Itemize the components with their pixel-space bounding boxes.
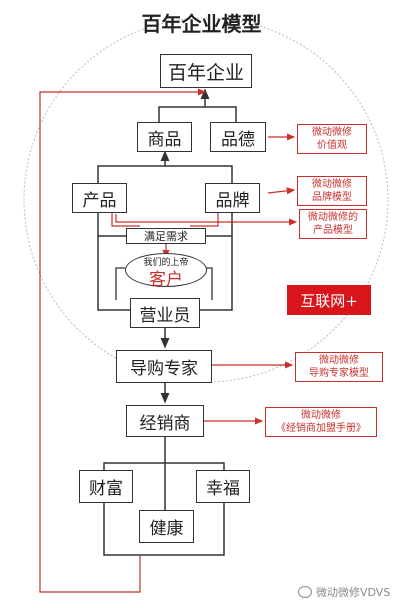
- node-virtue: 品德: [210, 122, 266, 152]
- note-guide-line1: 微动微修: [319, 355, 359, 366]
- node-top: 百年企业: [160, 54, 252, 88]
- god-label: 我们的上帝: [143, 258, 189, 268]
- link-goods-virtue: [158, 106, 237, 122]
- node-salesman: 营业员: [130, 298, 200, 328]
- watermark: 微动微修VDVS: [298, 584, 390, 600]
- arrow-brand-model: [267, 187, 296, 195]
- feedback-loop: [39, 88, 207, 593]
- note-product-model: 微动微修的 产品模型: [299, 209, 367, 239]
- note-values-line2: 价值观: [317, 140, 347, 151]
- node-happiness: 幸福: [196, 470, 250, 503]
- note-values-line1: 微动微修: [312, 127, 352, 138]
- link-product-brand: [97, 165, 233, 183]
- node-guide: 导购专家: [116, 350, 212, 383]
- node-customer: 我们的上帝 客户: [125, 253, 207, 290]
- arrow-product-model: [115, 214, 298, 226]
- note-product-line2: 产品模型: [313, 225, 353, 236]
- link-right-loop: [198, 236, 233, 311]
- note-dealer-line1: 微动微修: [301, 410, 341, 421]
- node-goods: 商品: [137, 122, 192, 152]
- link-inner-loop: [115, 267, 213, 300]
- page-title: 百年企业模型: [141, 12, 262, 36]
- note-product-line1: 微动微修的: [308, 212, 358, 223]
- red-link-product: [111, 211, 140, 227]
- note-guide-line2: 导购专家模型: [309, 368, 369, 379]
- node-dealer: 经销商: [126, 405, 204, 437]
- link-left-loop: [97, 236, 130, 311]
- link-dealer-sides: [103, 462, 225, 470]
- node-health: 健康: [139, 510, 194, 543]
- node-wealth: 财富: [79, 470, 133, 503]
- note-brand-line2: 品牌模型: [312, 192, 352, 203]
- note-brand-line1: 微动微修: [312, 179, 352, 190]
- link-bottom-loop: [103, 503, 225, 556]
- note-guide-model: 微动微修 导购专家模型: [295, 352, 383, 382]
- node-satisfy: 满足需求: [126, 228, 206, 244]
- customer-label: 客户: [149, 270, 183, 290]
- note-values: 微动微修 价值观: [297, 124, 367, 154]
- red-link-brand: [190, 211, 219, 227]
- wechat-icon: [298, 586, 312, 598]
- internet-plus-badge: 互联网+: [287, 285, 371, 315]
- link-brand-satisfy: [206, 211, 233, 237]
- node-product: 产品: [72, 183, 127, 213]
- note-dealer-line2: 《经销商加盟手册》: [276, 423, 366, 434]
- node-brand: 品牌: [205, 183, 260, 213]
- note-brand-model: 微动微修 品牌模型: [297, 176, 367, 206]
- watermark-text: 微动微修VDVS: [316, 586, 391, 599]
- note-dealer-manual: 微动微修 《经销商加盟手册》: [265, 407, 377, 437]
